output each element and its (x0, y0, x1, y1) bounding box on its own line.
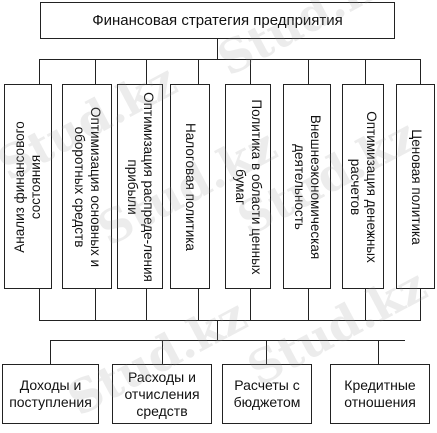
bottom-label-income: Доходы и поступления (9, 377, 92, 410)
bottom-label-credit: Кредитные отношения (344, 377, 416, 410)
column-box-profit-distribution: Оптимизация распреде-ления прибыли (117, 84, 163, 289)
connector-col-8-down (420, 289, 422, 321)
bottom-label-budget: Расчеты с бюджетом (233, 377, 301, 410)
column-box-securities-policy: Политика в области ценных бумаг (225, 84, 271, 289)
column-label-securities-policy: Политика в области ценных бумаг (233, 98, 264, 275)
connector-col-1-down (39, 289, 41, 321)
connector-col-3-down (146, 289, 148, 321)
connector-mid-to-bottom (217, 320, 219, 341)
column-box-payments-optimization: Оптимизация денежных расчетов (342, 84, 384, 289)
connector-col-4-down (198, 289, 200, 321)
connector-bottom-2 (162, 340, 164, 364)
connector-top-bus (39, 59, 420, 61)
connector-col-5-down (250, 289, 252, 321)
column-box-price-policy: Ценовая политика (396, 84, 435, 289)
connector-col-1 (39, 59, 41, 84)
column-label-profit-distribution: Оптимизация распреде-ления прибыли (125, 91, 156, 282)
connector-col-2-down (95, 289, 97, 321)
column-label-tax-policy: Налоговая политика (183, 122, 198, 251)
connector-col-7-down (365, 289, 367, 321)
connector-bottom-3 (266, 340, 268, 364)
column-label-price-policy: Ценовая политика (408, 128, 424, 245)
bottom-box-income: Доходы и поступления (2, 364, 99, 424)
connector-col-8 (420, 59, 422, 84)
connector-bottom-bus (50, 340, 405, 342)
strategy-title-box: Финансовая стратегия предприятия (40, 2, 395, 39)
column-label-financial-analysis: Анализ финансового состояния (12, 120, 43, 253)
column-box-assets-optimization: Оптимизация основных и оборотных средств (62, 84, 112, 289)
connector-col-6 (308, 59, 310, 84)
connector-bottom-4 (378, 340, 380, 364)
connector-col-6-down (308, 289, 310, 321)
column-box-financial-analysis: Анализ финансового состояния (4, 84, 52, 289)
column-label-assets-optimization: Оптимизация основных и оборотных средств (72, 106, 103, 267)
column-box-foreign-economic: Внешнеэкономическая деятельность (283, 84, 331, 289)
connector-col-5 (250, 59, 252, 84)
column-box-tax-policy: Налоговая политика (170, 84, 210, 289)
column-label-payments-optimization: Оптимизация денежных расчетов (348, 110, 379, 263)
connector-col-7 (365, 59, 367, 84)
bottom-box-credit: Кредитные отношения (330, 364, 430, 424)
connector-bottom-1 (50, 340, 52, 364)
connector-col-4 (198, 59, 200, 84)
connector-mid-bus (39, 320, 421, 322)
connector-col-3 (146, 59, 148, 84)
bottom-box-budget: Расчеты с бюджетом (222, 364, 312, 424)
column-label-foreign-economic: Внешнеэкономическая деятельность (292, 114, 323, 259)
bottom-box-expenses: Расходы и отчисления средств (112, 364, 212, 424)
connector-col-2 (95, 59, 97, 84)
connector-title-down (217, 39, 219, 59)
strategy-title: Финансовая стратегия предприятия (92, 12, 343, 29)
bottom-label-expenses: Расходы и отчисления средств (124, 368, 200, 419)
